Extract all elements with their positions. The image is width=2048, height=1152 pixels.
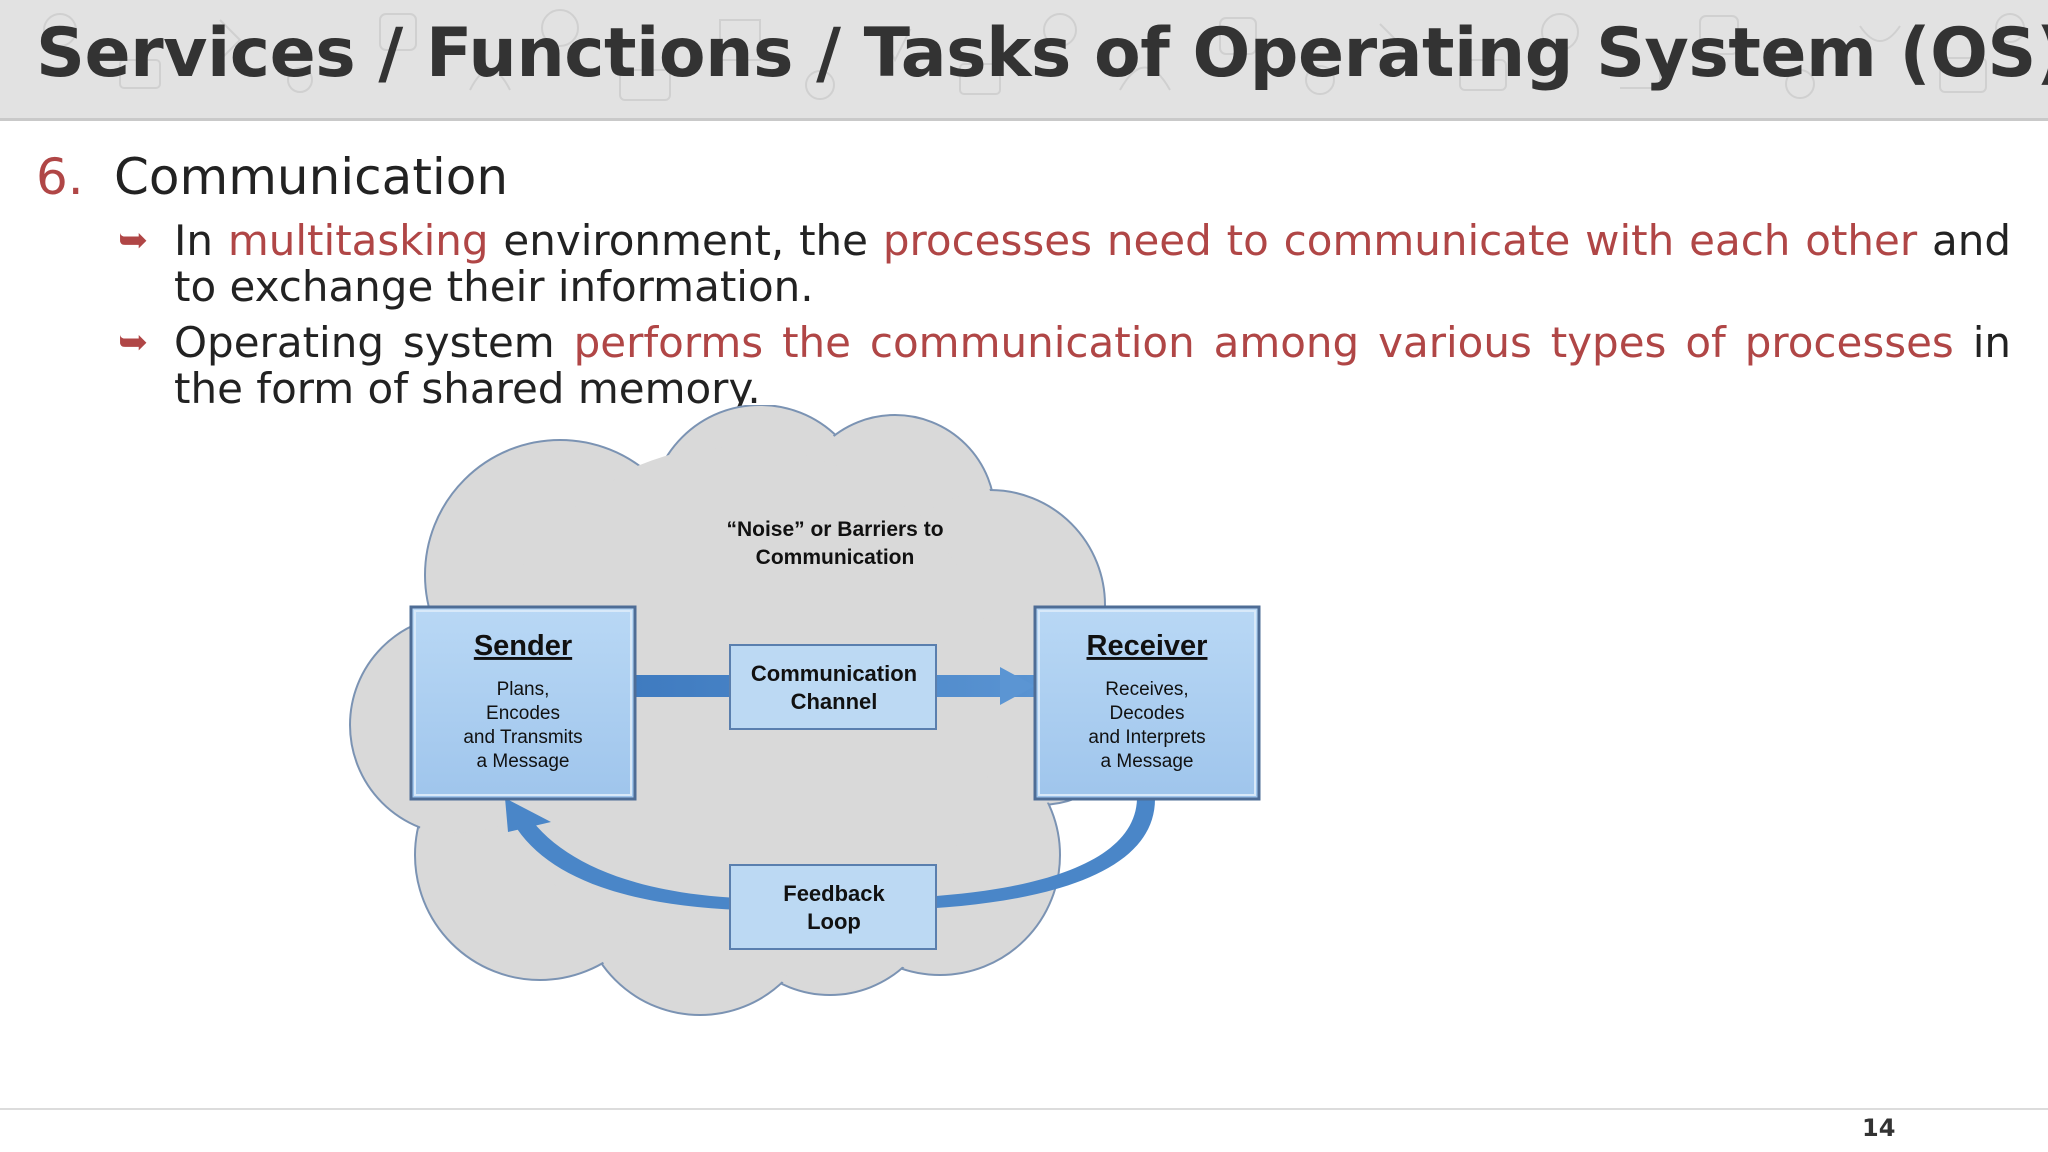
bullet-highlight: processes need to communicate with each … (882, 216, 1918, 265)
channel-label: Communication (751, 661, 917, 686)
feedback-box (729, 864, 937, 950)
sender-line: Encodes (486, 703, 560, 724)
communication-diagram: “Noise” or Barriers to Communication Com… (349, 405, 1261, 1016)
bullet-text-part: environment, the (488, 216, 883, 265)
section-title: Communication (114, 148, 509, 206)
receiver-line: a Message (1101, 751, 1194, 772)
sender-line: a Message (477, 751, 570, 772)
bullet-highlight: performs the communication among various… (573, 318, 1954, 367)
receiver-title: Receiver (1087, 630, 1208, 662)
channel-arrowhead (1000, 667, 1035, 705)
sender-line: Plans, (497, 679, 550, 700)
section-number: 6. (36, 148, 84, 206)
bullet-item: ➥ In multitasking environment, the proce… (118, 218, 2011, 310)
sender-line: and Transmits (463, 727, 582, 748)
feedback-arrowhead (505, 798, 551, 832)
bullet-text-part: In (174, 216, 228, 265)
bullet-text: Operating system performs the communicat… (174, 320, 2011, 412)
page-number: 14 (1862, 1114, 1896, 1142)
slide-title: Services / Functions / Tasks of Operatin… (36, 14, 2048, 93)
bullet-item: ➥ Operating system performs the communic… (118, 320, 2011, 412)
bullet-text: In multitasking environment, the process… (174, 218, 2011, 310)
title-bar: Services / Functions / Tasks of Operatin… (0, 0, 2048, 121)
bullet-text-part: Operating system (174, 318, 574, 367)
section-heading: 6. Communication (36, 148, 508, 206)
feedback-label: Loop (807, 909, 861, 934)
noise-label: Communication (756, 546, 915, 569)
footer-divider (0, 1108, 2048, 1110)
receiver-box (1033, 605, 1261, 801)
feedback-label: Feedback (783, 881, 885, 906)
header-doodle-pattern (43, 9, 2025, 101)
noise-label: “Noise” or Barriers to (726, 518, 943, 541)
bullet-highlight: multitasking (227, 216, 489, 265)
receiver-line: and Interprets (1088, 727, 1205, 748)
sender-title: Sender (474, 630, 572, 662)
channel-box (729, 644, 937, 730)
curved-arrow-icon: ➥ (118, 322, 149, 363)
bullet-text-part: in the form of shared memory. (174, 318, 2011, 413)
channel-label: Channel (791, 689, 878, 714)
receiver-line: Decodes (1110, 703, 1185, 724)
receiver-line: Receives, (1105, 679, 1188, 700)
sender-box (409, 605, 637, 801)
curved-arrow-icon: ➥ (118, 220, 149, 261)
bullet-text-part: and to exchange their information. (174, 216, 2012, 311)
